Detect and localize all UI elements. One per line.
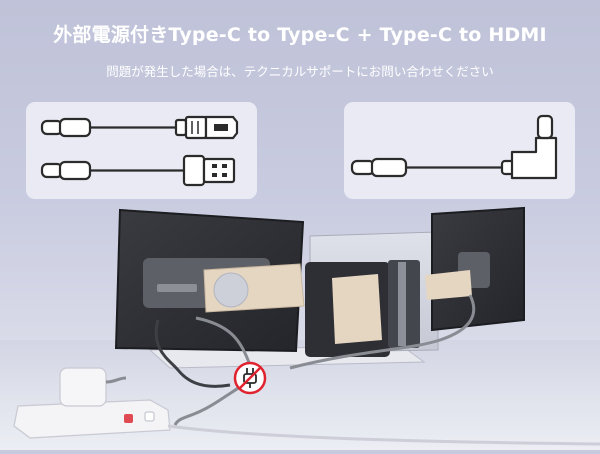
crossed-plug-icon — [233, 361, 267, 395]
type-c-to-type-c-right-angle-cable — [350, 114, 558, 180]
cable-card-right — [344, 102, 575, 199]
page-title: 外部電源付きType-C to Type-C + Type-C to HDMI — [53, 24, 547, 46]
type-c-to-hdmi-cable — [40, 115, 239, 140]
cable-set-right — [350, 114, 558, 180]
laptop-illustration — [0, 206, 600, 450]
support-note: 問題が発生した場合は、テクニカルサポートにお問い合わせください — [106, 64, 494, 79]
cable-card-left — [26, 102, 257, 199]
cable-set-left — [40, 115, 239, 187]
type-c-to-usb-a-cable — [40, 154, 236, 187]
laptop-scene — [0, 200, 600, 450]
